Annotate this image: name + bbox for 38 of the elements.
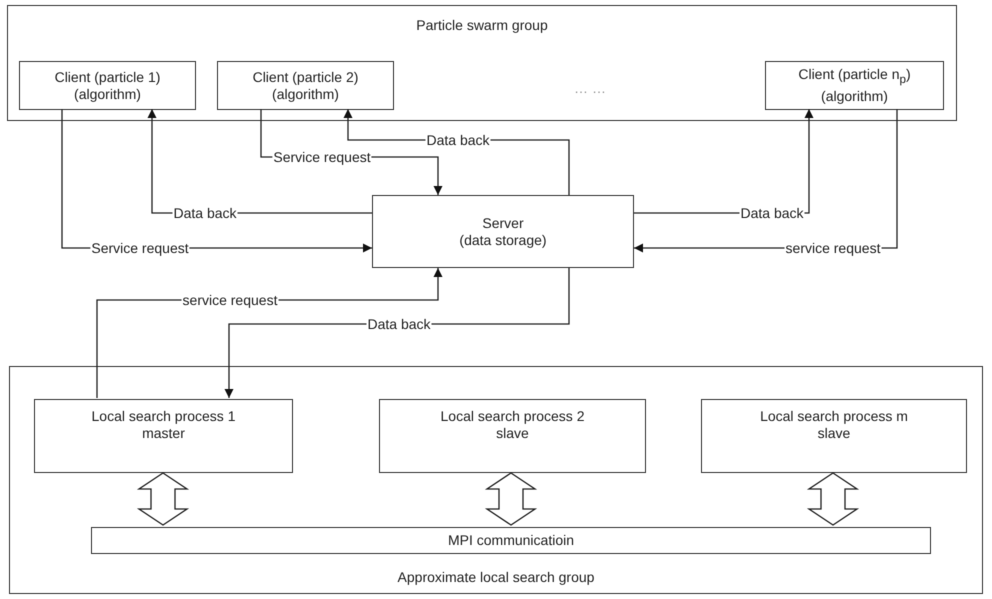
process-box: [379, 399, 646, 473]
node-text: Client (particle n$_{p}$): [798, 66, 911, 88]
edge-label: Data back: [366, 316, 432, 332]
process-box: [19, 61, 196, 110]
node-text: slave: [496, 425, 529, 442]
process-box: [372, 195, 634, 268]
process-box: [217, 61, 394, 110]
double-block-arrow: [484, 472, 538, 526]
edge-label: Data back: [425, 132, 491, 148]
edge-label: Service request: [272, 149, 372, 165]
process-box: [34, 399, 293, 473]
node-text: (algorithm): [74, 86, 141, 102]
group-title: Approximate local search group: [398, 569, 594, 586]
double-block-arrow: [136, 472, 190, 526]
edge-label: service request: [784, 240, 882, 256]
node-text: Client (particle 1): [54, 68, 160, 86]
bus-bar: [91, 527, 931, 554]
node-text: Local search process 1: [92, 408, 236, 425]
node-text: (algorithm): [272, 86, 339, 102]
node-text: Local search process m: [760, 408, 908, 425]
node-text: master: [142, 425, 185, 442]
group-title: Particle swarm group: [416, 17, 548, 34]
node-text: Local search process 2: [440, 408, 584, 425]
node-text: Server: [482, 214, 524, 232]
double-block-arrow: [806, 472, 860, 526]
node-text: Client (particle 2): [252, 68, 358, 86]
edge-label: Data back: [172, 205, 238, 221]
node-text: (data storage): [459, 232, 547, 248]
process-box: [701, 399, 967, 473]
process-box: [765, 61, 944, 110]
node-text: MPI communicatioin: [448, 532, 574, 549]
node-text: slave: [818, 425, 850, 442]
edge-label: service request: [182, 292, 278, 308]
group-frame: [7, 5, 957, 121]
edge-label: Service request: [90, 240, 190, 256]
edge-label: Data back: [739, 205, 805, 221]
node-text: (algorithm): [821, 88, 888, 105]
group-frame: [9, 366, 983, 594]
